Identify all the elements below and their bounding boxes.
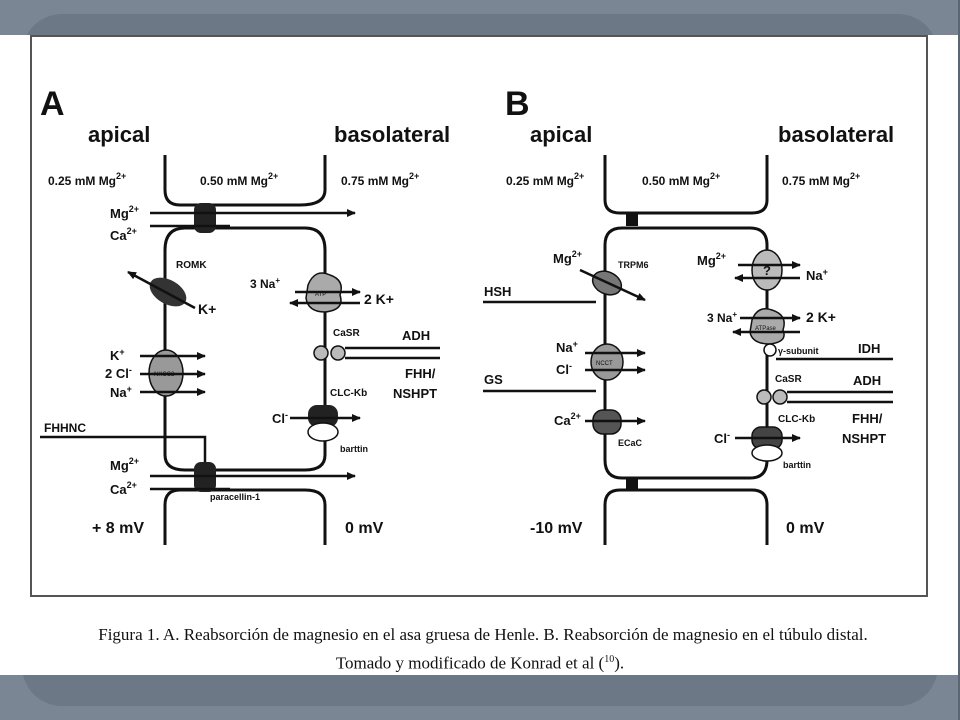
panel-b-ncct-label: NCCT: [596, 361, 613, 367]
caption-reference: 10: [604, 654, 615, 665]
panel-a-barttin-label: barttin: [340, 444, 368, 454]
panel-a-fhhnc-label: FHHNC: [44, 421, 86, 435]
panel-b-question-mark: ?: [763, 263, 771, 278]
panel-b-casr-receptor-1: [756, 389, 772, 405]
panel-a-fhh-label: FHH/: [405, 366, 436, 381]
panel-b-mg-q-label: Mg2+: [697, 251, 726, 268]
caption-line-1: Figura 1. A. Reabsorción de magnesio en …: [98, 625, 868, 644]
panel-a-casr-label: CaSR: [333, 328, 360, 339]
caption-line-2-end: ).: [614, 653, 625, 673]
panel-b-conc-right: 0.75 mM Mg2+: [782, 171, 860, 188]
panel-a-romk-arrow: [127, 270, 196, 310]
panel-b-atpase-label: ATPase: [755, 326, 777, 332]
panel-a-apical-label: apical: [88, 122, 150, 147]
panel-a-cl-label: Cl-: [272, 410, 288, 426]
panel-a-clckb-channel: [308, 405, 338, 427]
panel-a-2k-label: 2 K+: [364, 291, 394, 307]
panel-a-basolateral-label: basolateral: [334, 122, 450, 147]
panel-a-letter: A: [40, 85, 65, 123]
panel-b-nshpt-label: NSHPT: [842, 431, 886, 446]
panel-a-3na-label: 3 Na+: [250, 276, 280, 291]
panel-a-adh-label: ADH: [402, 328, 430, 343]
panel-a-voltage-left: + 8 mV: [92, 520, 144, 537]
panel-b-clckb-label: CLC-Kb: [778, 414, 815, 425]
figure-frame: [30, 35, 928, 597]
panel-b-na-q-label: Na+: [806, 267, 828, 283]
panel-b-conc-mid: 0.50 mM Mg2+: [642, 171, 720, 188]
panel-b-gs-label: GS: [484, 372, 503, 387]
panel-b-voltage-left: -10 mV: [530, 520, 583, 537]
panel-b-barttin-label: barttin: [783, 460, 811, 470]
panel-a-fhhnc-line: [40, 435, 207, 468]
panel-a-ca-top-label: Ca2+: [110, 226, 137, 243]
panel-b-junction-top: [626, 214, 638, 226]
panel-b-cl-label: Cl-: [556, 361, 572, 377]
panel-a-cell-outline: [163, 155, 327, 545]
panel-a-conc-right: 0.75 mM Mg2+: [341, 171, 419, 188]
panel-b-barttin-subunit: [751, 444, 783, 462]
panel-a-cl-nkcc-label: 2 Cl-: [105, 365, 132, 381]
panel-b-na-label: Na+: [556, 339, 578, 355]
panel-a-mg-top-label: Mg2+: [110, 204, 139, 221]
panel-a-romk-label: ROMK: [176, 260, 207, 271]
panel-b-junction-bottom: [626, 478, 638, 490]
panel-b-3na-label: 3 Na+: [707, 310, 737, 325]
panel-b-casr-receptor-2: [772, 389, 788, 405]
panel-b-ecac-label: ECaC: [618, 438, 643, 448]
panel-b-basolateral-label: basolateral: [778, 122, 894, 147]
panel-b-gamma-subunit: [763, 343, 777, 357]
panel-b-fhh-label: FHH/: [852, 411, 883, 426]
panel-b-apical-label: apical: [530, 122, 592, 147]
panel-b-trpm6-arrow: [579, 268, 646, 302]
panel-b-idh-label: IDH: [858, 341, 880, 356]
panel-a-nshpt-label: NSHPT: [393, 386, 437, 401]
panel-b-adh-label: ADH: [853, 373, 881, 388]
panel-a-casr-receptor-1: [313, 345, 329, 361]
caption-line-2: Tomado y modificado de Konrad et al (10)…: [0, 647, 960, 676]
panel-b-hsh-label: HSH: [484, 284, 511, 299]
panel-b-2k-label: 2 K+: [806, 309, 836, 325]
panel-b-unknown-exchanger: [751, 249, 783, 291]
panel-a-k-nkcc-label: K+: [110, 347, 125, 363]
panel-a-conc-mid: 0.50 mM Mg2+: [200, 171, 278, 188]
panel-b-conc-left: 0.25 mM Mg2+: [506, 171, 584, 188]
panel-a-tight-junction-top: [194, 203, 216, 233]
panel-a-ca-bottom-label: Ca2+: [110, 480, 137, 497]
panel-a-na-nkcc-label: Na+: [110, 384, 132, 400]
panel-a-romk-channel: [149, 277, 187, 307]
panel-b: B apical basolateral 0.25 mM Mg2+ 0.50 m…: [483, 85, 894, 545]
panel-b-mg-trpm-label: Mg2+: [553, 249, 582, 266]
panel-a-barttin-subunit: [307, 422, 339, 442]
caption-line-2-text: Tomado y modificado de Konrad et al (: [335, 653, 605, 673]
panel-a-k-romk-label: K+: [198, 301, 216, 317]
figure-caption: Figura 1. A. Reabsorción de magnesio en …: [0, 622, 960, 676]
panel-a-casr-receptor-2: [330, 345, 346, 361]
panel-b-gamma-label: γ-subunit: [778, 346, 819, 356]
panel-b-voltage-right: 0 mV: [786, 520, 825, 537]
panel-a-conc-left: 0.25 mM Mg2+: [48, 171, 126, 188]
panel-b-trpm6-label: TRPM6: [618, 260, 649, 270]
panel-b-ca-label: Ca2+: [554, 411, 581, 428]
panel-b-casr-label: CaSR: [775, 374, 802, 385]
panel-a: A apical basolateral 0.25 mM Mg2+ 0.50 m…: [40, 85, 450, 545]
panel-a-clckb-label: CLC-Kb: [330, 388, 367, 399]
panel-a-voltage-right: 0 mV: [345, 520, 384, 537]
panel-b-letter: B: [505, 85, 530, 123]
panel-b-cl-b-label: Cl-: [714, 430, 730, 446]
panel-a-mg-bottom-label: Mg2+: [110, 456, 139, 473]
panel-a-paracellin-label: paracellin-1: [210, 492, 260, 502]
panel-a-atpase-label: ATP: [315, 292, 326, 298]
